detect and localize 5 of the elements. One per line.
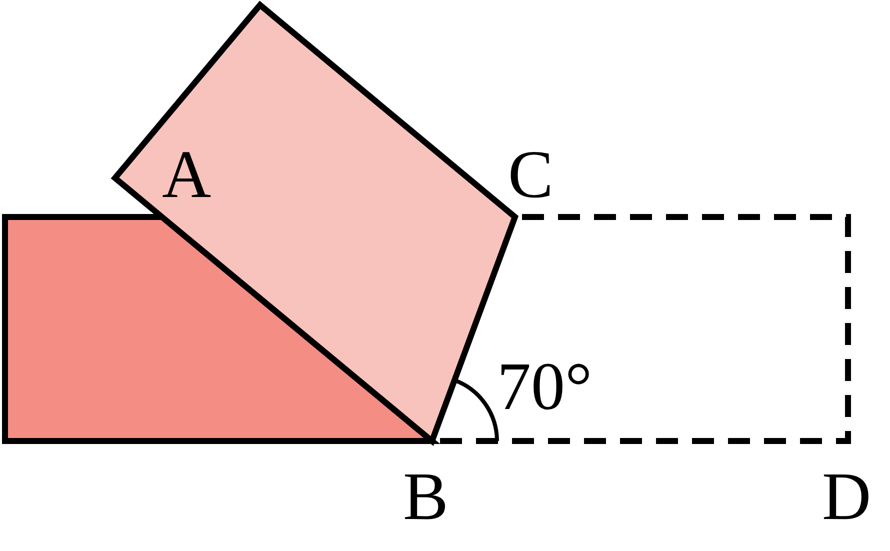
point-label: C xyxy=(508,140,554,208)
point-label: A xyxy=(162,140,212,208)
point-label: B xyxy=(403,462,448,530)
angle-label: 70° xyxy=(497,352,592,420)
point-label: D xyxy=(822,462,872,530)
